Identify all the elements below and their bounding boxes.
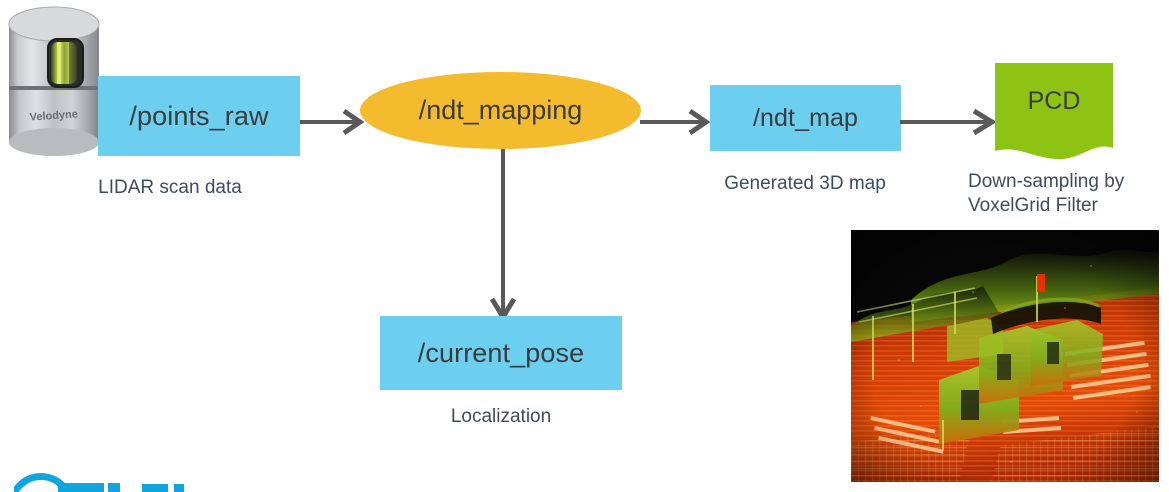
node-points-raw[interactable]: /points_raw (98, 76, 300, 156)
node-ndt-mapping[interactable]: /ndt_mapping (360, 72, 641, 149)
edge-map-to-pcd (900, 106, 998, 138)
caption-down-sampling: Down-sampling by VoxelGrid Filter (968, 171, 1125, 216)
caption-localization: Localization (450, 406, 552, 427)
caption-lidar-scan-data: LIDAR scan data (98, 177, 242, 198)
edge-mapping-to-pose (487, 149, 519, 322)
caption-generated-3d-map: Generated 3D map (724, 173, 886, 194)
node-points-raw-label: /points_raw (129, 100, 269, 131)
lidar-brand-text: Velodyne (29, 108, 78, 123)
node-ndt-mapping-label: /ndt_mapping (418, 95, 583, 125)
node-ndt-map[interactable]: /ndt_map (710, 85, 901, 151)
edge-points-to-mapping (300, 106, 366, 138)
pointcloud-preview-image (851, 230, 1159, 482)
lidar-sensor-image: Velodyne (5, 2, 103, 162)
node-ndt-map-label: /ndt_map (752, 103, 859, 132)
node-current-pose[interactable]: /current_pose (380, 316, 622, 390)
node-current-pose-label: /current_pose (417, 337, 585, 368)
pcd-document-icon (995, 63, 1113, 160)
tier-iv-logo (14, 470, 184, 492)
edge-mapping-to-map (640, 106, 712, 138)
node-pcd[interactable]: PCD (995, 63, 1113, 163)
